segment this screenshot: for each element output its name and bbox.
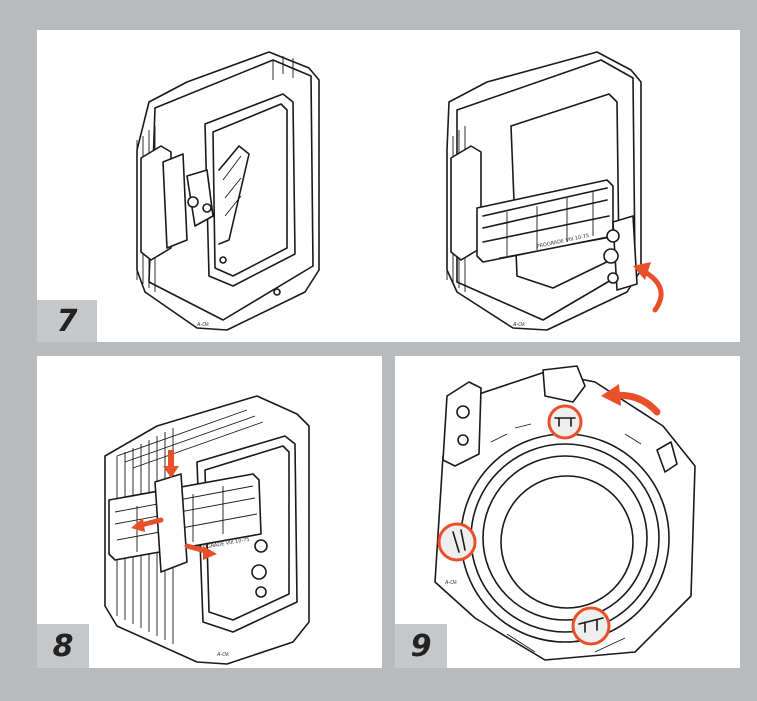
step-number-badge: 9: [395, 624, 447, 668]
step-7-panel: A-Ok PROGRADE VIII 10-75 A-Ok 7: [37, 30, 740, 342]
svg-text:A-Ok: A-Ok: [444, 580, 458, 586]
down-arrow-icon: [163, 450, 179, 478]
step-8-illustration: PROGRADE VIII 10-75 A-Ok: [104, 395, 310, 665]
curved-arrow-icon: [601, 384, 661, 416]
svg-text:A-Ok: A-Ok: [196, 322, 210, 328]
step-number-badge: 8: [37, 624, 89, 668]
left-arrow-icon: [131, 517, 164, 532]
stacked-filter-holder: PROGRADE VIII 10-75 A-Ok: [104, 395, 310, 665]
step-9-illustration: A-Ok: [434, 365, 696, 661]
step-9-panel: A-Ok 9: [395, 356, 740, 668]
step-8-panel: PROGRADE VIII 10-75 A-Ok 8: [37, 356, 382, 668]
circle-highlight-icon: [437, 522, 477, 562]
step-number-badge: 7: [37, 300, 97, 342]
circle-highlight-icon: [547, 404, 583, 440]
curved-arrow-icon: [633, 262, 664, 313]
svg-text:A-Ok: A-Ok: [216, 652, 230, 658]
filter-holder-right: PROGRADE VIII 10-75 A-Ok: [446, 51, 642, 331]
step-7-illustration: A-Ok PROGRADE VIII 10-75 A-Ok: [136, 51, 664, 331]
adapter-ring: A-Ok: [434, 365, 696, 661]
svg-text:A-Ok: A-Ok: [512, 322, 526, 328]
right-arrow-icon: [184, 543, 217, 560]
filter-holder-left: A-Ok: [136, 51, 320, 331]
circle-highlight-icon: [571, 606, 611, 646]
